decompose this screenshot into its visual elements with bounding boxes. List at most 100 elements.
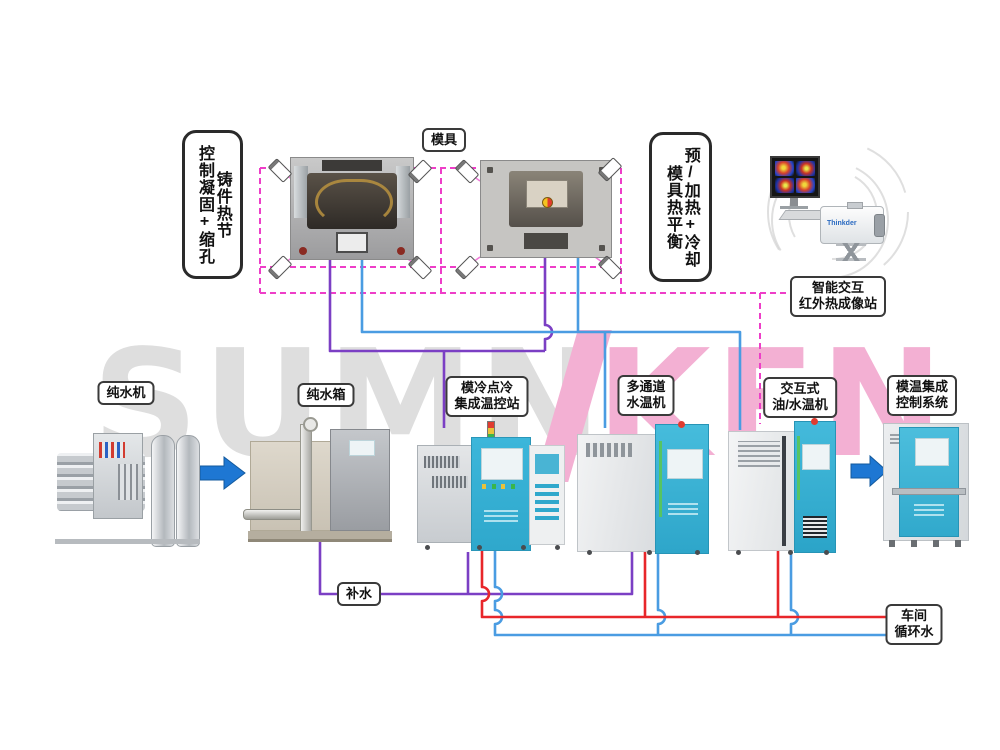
label-imaging-station: 智能交互 红外热成像站 [789, 276, 887, 317]
flow-meters [118, 464, 138, 500]
mold-cavity [307, 173, 397, 229]
label-water-purifier: 纯水机 [97, 381, 155, 406]
mold-photo-right [480, 160, 612, 258]
side-panel [577, 434, 663, 552]
nameplate [668, 503, 698, 517]
manifold-rail [892, 488, 966, 495]
water-purifier-machine [55, 425, 200, 547]
foot [911, 540, 917, 547]
thermal-box-left-column: 模具热平衡 [664, 164, 681, 250]
vent-grille [424, 456, 460, 468]
mold-side-rail [396, 166, 410, 218]
mold-top-bar [322, 160, 382, 171]
machine-base [248, 531, 392, 542]
cabinet-screen [349, 440, 375, 456]
mold-bolt [487, 167, 493, 173]
foot [933, 540, 939, 547]
caster [824, 550, 829, 555]
purple-water-lines [318, 253, 634, 596]
flow-arrows [199, 454, 888, 491]
vent-grille [432, 476, 468, 488]
label-interactive-unit: 交互式 油/水温机 [763, 377, 837, 418]
thermal-annotation-box: 模具热平衡 预/加热+冷却 [649, 132, 712, 282]
control-screen [667, 449, 703, 479]
thermal-image [796, 161, 815, 176]
scissor-lift [836, 243, 866, 261]
cooling-left-unit [417, 445, 475, 543]
control-screen [802, 444, 830, 470]
tank-control-cabinet [330, 429, 390, 531]
label-multichannel-unit: 多通道 水温机 [617, 375, 675, 416]
vent-grille [738, 441, 780, 467]
caster [521, 545, 526, 550]
status-strip [797, 436, 800, 500]
pure-water-tank-machine [243, 417, 392, 547]
label-mold: 模具 [421, 128, 467, 153]
qr-code [803, 516, 827, 538]
arrow-purifier-to-tank [199, 455, 246, 491]
label-makeup-water: 补水 [336, 582, 382, 607]
camera-handle [847, 202, 863, 209]
label-control-system: 模温集成 控制系统 [886, 375, 958, 416]
connector-bank [535, 484, 559, 524]
control-buttons [482, 484, 520, 489]
mold-bolt [487, 245, 493, 251]
casting-box-right-column: 铸件热节 [213, 170, 231, 239]
purifier-control-cabinet [93, 433, 143, 519]
thermal-image [775, 178, 794, 193]
vent-grille [586, 443, 632, 457]
monitor-base [780, 206, 808, 209]
mold-plate [336, 232, 368, 253]
label-cooling-station: 模冷点冷 集成温控站 [445, 376, 529, 417]
cooling-main-unit [471, 437, 531, 551]
infrared-camera-body: Thinkder [820, 202, 885, 244]
front-panel [794, 418, 836, 553]
caster [477, 545, 482, 550]
mold-marker [542, 197, 553, 208]
caster [555, 545, 560, 550]
mold-chain [315, 179, 393, 225]
mold-plate [524, 233, 568, 249]
panel-stripe [782, 436, 786, 546]
panel [535, 454, 559, 474]
thermal-image [796, 178, 815, 193]
cooling-right-unit [529, 445, 565, 545]
control-system-machine [883, 423, 969, 547]
cooling-station-machine [417, 421, 565, 551]
mold-bolt [599, 245, 605, 251]
camera-brand-label: Thinkder [827, 220, 857, 227]
monitor-stand [790, 198, 798, 206]
mold-clamp [299, 247, 307, 255]
tank-pipe [243, 509, 307, 520]
label-workshop-water: 车间 循环水 [885, 604, 943, 645]
caster [736, 550, 741, 555]
emergency-button [811, 418, 818, 425]
front-panel [655, 421, 709, 554]
interactive-unit-machine [728, 418, 836, 555]
camera-lens [874, 214, 885, 237]
thermal-imaging-station: Thinkder [760, 148, 910, 273]
side-panel [728, 431, 802, 551]
caster [647, 550, 652, 555]
foot [889, 540, 895, 547]
status-strip [659, 441, 662, 517]
nameplate [914, 504, 944, 518]
control-screen [481, 448, 523, 480]
casting-annotation-box: 控制凝固+缩孔 铸件热节 [182, 130, 243, 279]
tank-pump-pipe [300, 424, 312, 532]
filter-cylinder [176, 435, 200, 547]
emergency-button [678, 421, 685, 428]
front-panel [892, 427, 966, 537]
foot [955, 540, 961, 547]
mold-photo-left [290, 157, 414, 260]
mold-cavity [509, 171, 583, 227]
arrow-unit-to-control [850, 454, 888, 488]
label-water-tank: 纯水箱 [297, 383, 355, 408]
multichannel-unit-machine [577, 418, 709, 555]
nameplate [484, 510, 518, 522]
caster [587, 550, 592, 555]
monitor-screen [770, 156, 820, 198]
filter-cylinder [151, 435, 175, 547]
